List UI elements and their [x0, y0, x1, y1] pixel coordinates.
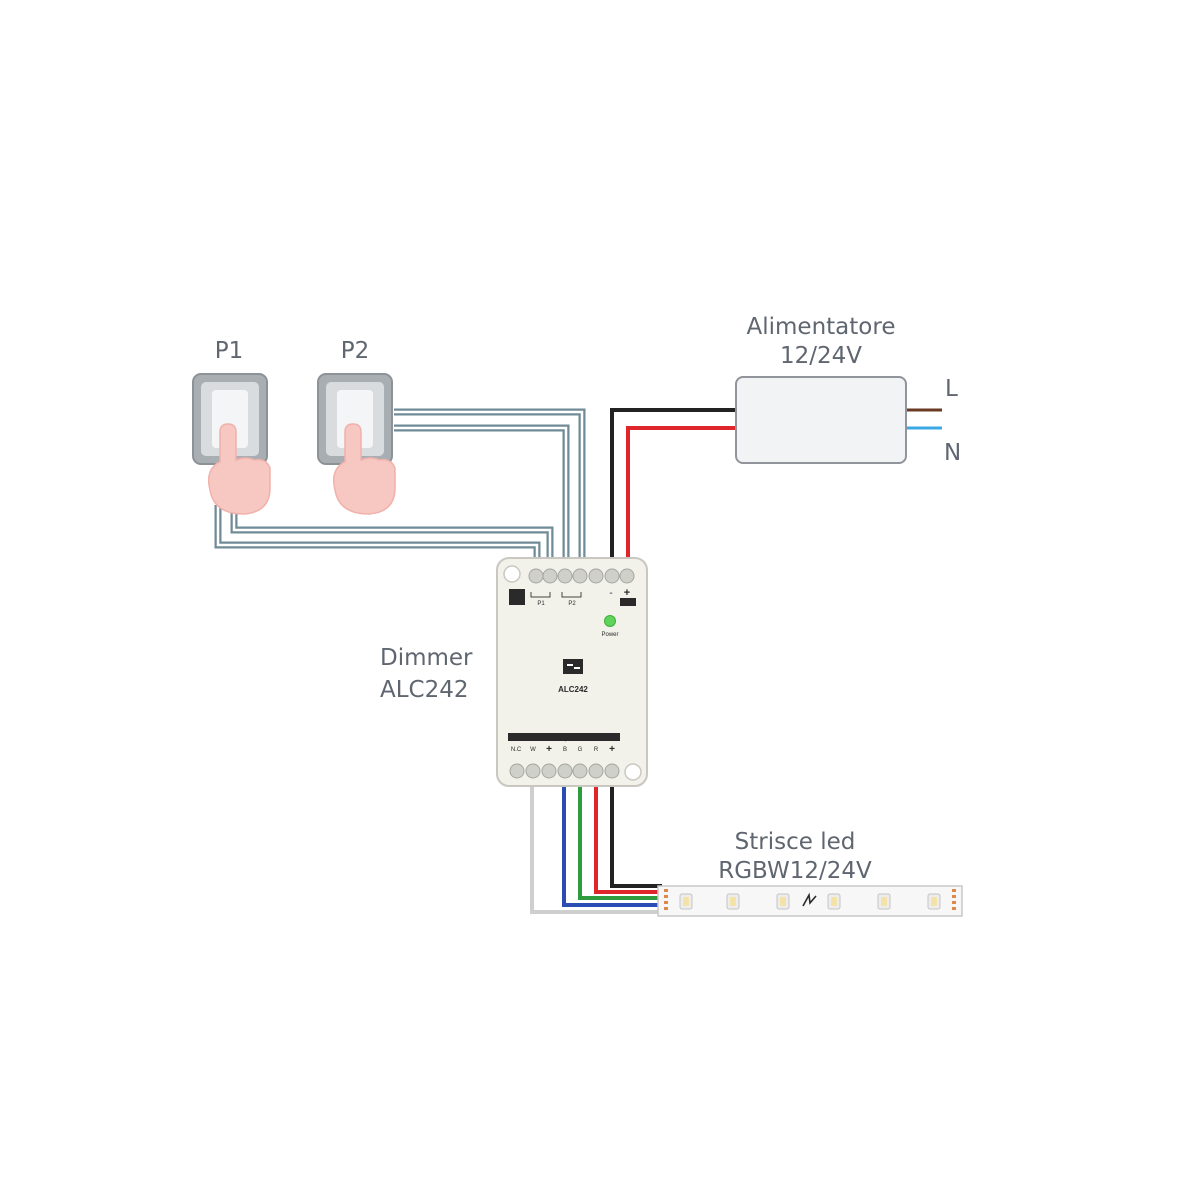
panel-plus-label: +	[624, 587, 630, 599]
blue-wire-out	[562, 785, 662, 907]
panel-p2-label: P2	[568, 601, 576, 607]
p2-label: P2	[341, 338, 370, 364]
bottom-terminal-block	[509, 763, 620, 779]
output-terminal-r: R	[594, 747, 599, 753]
vin-label-box	[620, 598, 636, 606]
push-label-line2: N.O.	[512, 599, 522, 605]
output-header-bar	[508, 733, 620, 741]
output-terminal-plus-1: +	[546, 744, 552, 755]
brand-logo-icon	[563, 659, 583, 674]
dimmer-device: Push N.O. P1 P2 - + Vin Power ALC242 Out…	[496, 557, 648, 787]
output-terminal-labels: N.C W + B G R +	[511, 744, 615, 755]
top-terminal-block	[528, 568, 635, 584]
black-wire-vin	[610, 408, 738, 575]
line-l-label: L	[945, 376, 958, 402]
output-terminal-g: G	[578, 747, 583, 753]
power-led-label: Power	[601, 632, 618, 638]
panel-p1-label: P1	[537, 601, 545, 607]
led-strip	[657, 885, 963, 917]
push-button-p2	[317, 373, 396, 515]
power-supply-label-line2: 12/24V	[780, 343, 862, 369]
p2-wires	[394, 408, 586, 575]
red-wire-out	[594, 785, 662, 894]
p1-label: P1	[215, 338, 244, 364]
p1-terminal-bracket	[530, 592, 551, 598]
cut-mark-icon	[802, 892, 817, 907]
power-supply-label-line1: Alimentatore	[747, 314, 896, 340]
p2-terminal-bracket	[561, 592, 582, 598]
hand-icon	[332, 423, 396, 515]
output-terminal-nc: N.C	[511, 747, 522, 753]
red-wire-vin	[626, 426, 738, 575]
dimmer-label-line2: ALC242	[380, 677, 469, 703]
output-terminal-b: B	[563, 747, 567, 753]
push-button-p1	[192, 373, 271, 515]
power-led-icon	[604, 615, 616, 627]
black-wire-out	[610, 785, 662, 888]
panel-vin-label: Vin	[624, 601, 633, 607]
hand-icon	[207, 423, 271, 515]
white-wire-out	[530, 785, 662, 914]
green-wire-out	[578, 785, 662, 900]
dimmer-label-line1: Dimmer	[380, 645, 473, 671]
output-terminal-w: W	[530, 747, 536, 753]
wires	[214, 408, 942, 914]
push-label-line1: Push	[511, 592, 523, 598]
push-label-box	[509, 589, 525, 605]
panel-model-label: ALC242	[558, 685, 588, 694]
line-n-label: N	[944, 440, 961, 466]
strip-label-line1: Strisce led	[735, 829, 856, 855]
output-terminal-plus-2: +	[609, 744, 615, 755]
output-header-label: Output	[555, 736, 573, 742]
panel-minus-label: -	[609, 588, 612, 599]
strip-label-line2: RGBW12/24V	[718, 858, 872, 884]
power-supply-box	[735, 376, 907, 464]
